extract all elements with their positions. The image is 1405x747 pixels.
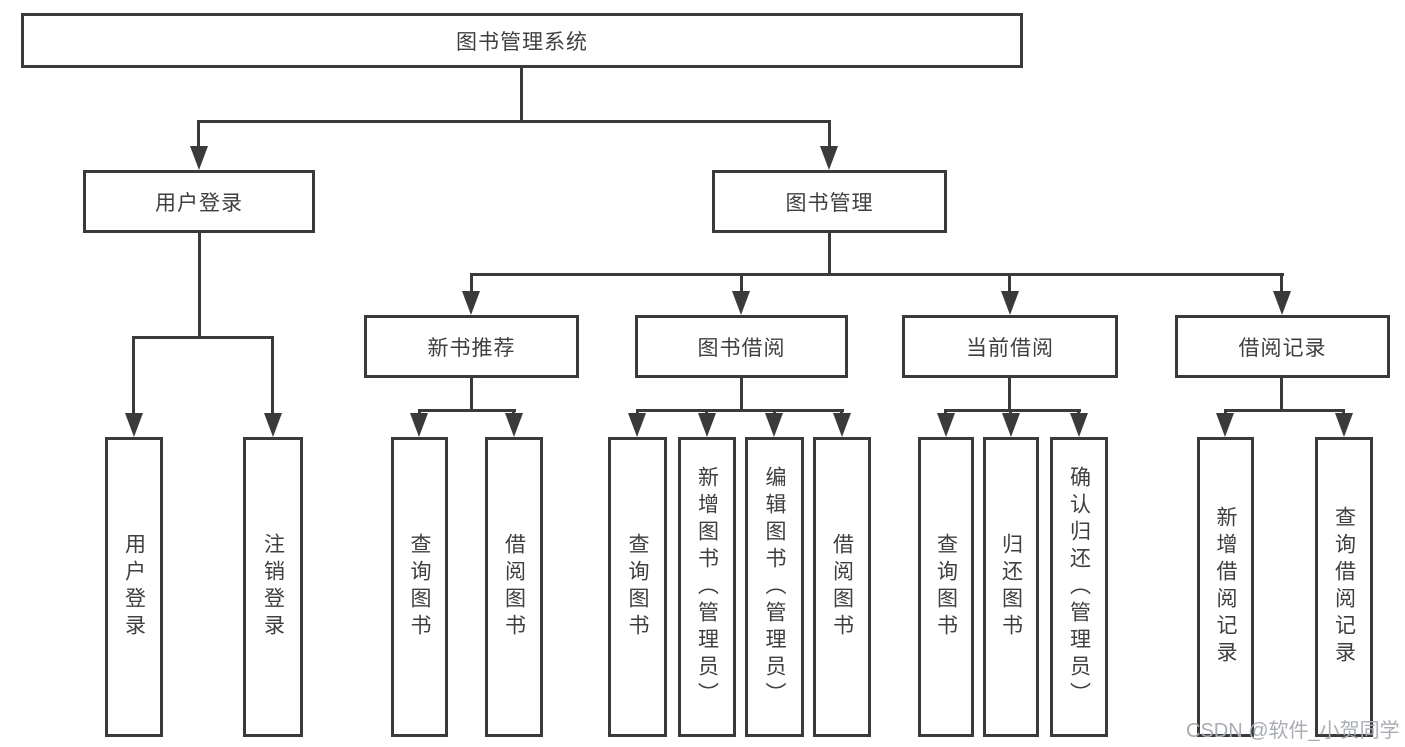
connector-line [271, 336, 274, 415]
connector-line [470, 273, 1284, 276]
connector-line [198, 120, 831, 123]
connector-line [1280, 377, 1283, 411]
leaf-confirm-return-admin: 确认归还（管理员） [1050, 437, 1108, 737]
node-borrow-records: 借阅记录 [1175, 315, 1390, 378]
arrowhead-icon [462, 291, 480, 315]
arrowhead-icon [125, 413, 143, 437]
connector-line [1008, 276, 1011, 294]
node-book-borrowing: 图书借阅 [635, 315, 848, 378]
connector-line [520, 68, 523, 122]
connector-line [132, 336, 135, 415]
connector-line [944, 409, 1081, 412]
leaf-borrow-books-recommend: 借阅图书 [485, 437, 543, 737]
leaf-user-login: 用户登录 [105, 437, 163, 737]
leaf-add-borrow-record: 新增借阅记录 [1197, 437, 1254, 737]
connector-line [1280, 276, 1283, 294]
arrowhead-icon [820, 146, 838, 170]
leaf-borrow-books-borrowing: 借阅图书 [813, 437, 871, 737]
arrowhead-icon [628, 413, 646, 437]
arrowhead-icon [505, 413, 523, 437]
arrowhead-icon [765, 413, 783, 437]
csdn-watermark: CSDN @软件_小贺同学 [1186, 720, 1400, 742]
leaf-query-borrow-record: 查询借阅记录 [1315, 437, 1373, 737]
arrowhead-icon [1273, 291, 1291, 315]
arrowhead-icon [1335, 413, 1353, 437]
connector-line [636, 409, 844, 412]
connector-line [132, 336, 274, 339]
node-user-login: 用户登录 [83, 170, 315, 233]
connector-line [470, 276, 473, 294]
leaf-query-books-current: 查询图书 [918, 437, 974, 737]
connector-line [418, 409, 516, 412]
connector-line [740, 377, 743, 411]
connector-line [828, 232, 831, 275]
arrowhead-icon [1070, 413, 1088, 437]
leaf-logout: 注销登录 [243, 437, 303, 737]
node-new-book-recommend: 新书推荐 [364, 315, 579, 378]
leaf-add-books-admin: 新增图书（管理员） [678, 437, 736, 737]
leaf-return-books: 归还图书 [983, 437, 1039, 737]
leaf-query-books-recommend: 查询图书 [391, 437, 448, 737]
arrowhead-icon [1216, 413, 1234, 437]
connector-line [197, 120, 200, 150]
arrowhead-icon [1001, 291, 1019, 315]
arrowhead-icon [732, 291, 750, 315]
arrowhead-icon [698, 413, 716, 437]
arrowhead-icon [264, 413, 282, 437]
arrowhead-icon [833, 413, 851, 437]
connector-line [198, 232, 201, 338]
connector-line [1224, 409, 1345, 412]
node-current-borrowing: 当前借阅 [902, 315, 1118, 378]
connector-line [740, 276, 743, 294]
connector-line [470, 377, 473, 411]
arrowhead-icon [190, 146, 208, 170]
node-book-management: 图书管理 [712, 170, 947, 233]
connector-line [828, 120, 831, 150]
connector-line [1008, 377, 1011, 411]
leaf-query-books-borrowing: 查询图书 [608, 437, 667, 737]
arrowhead-icon [1002, 413, 1020, 437]
arrowhead-icon [937, 413, 955, 437]
arrowhead-icon [410, 413, 428, 437]
node-library-management-system: 图书管理系统 [21, 13, 1023, 68]
leaf-edit-books-admin: 编辑图书（管理员） [745, 437, 804, 737]
